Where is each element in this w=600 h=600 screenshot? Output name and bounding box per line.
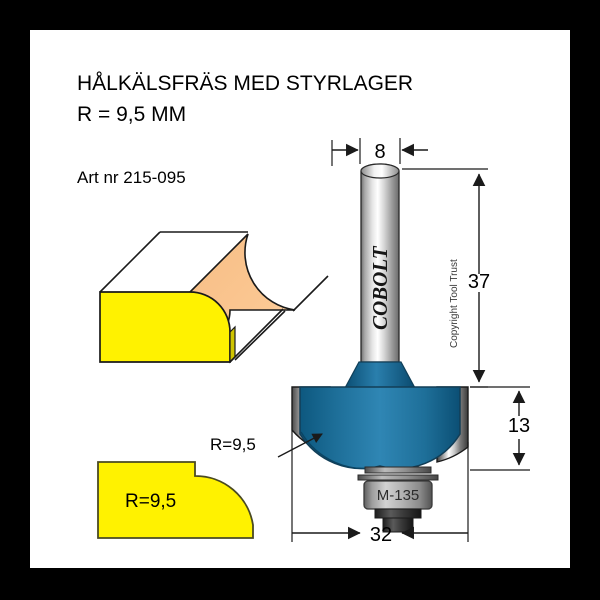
overall-length-value: 37 <box>468 271 490 293</box>
profile-section-illustration: R=9,5 <box>97 461 254 539</box>
shank-collar <box>343 361 417 389</box>
copyright-text: Copyright Tool Trust <box>449 259 460 348</box>
shank-top-ellipse <box>360 163 400 179</box>
router-bit-cutter-body <box>291 386 469 470</box>
article-number-label: Art nr 215-095 <box>77 168 186 187</box>
drawing-title-line-2: R = 9,5 MM <box>77 103 186 126</box>
dimension-shank-diameter: 8 <box>331 138 428 166</box>
cut-diameter-value: 32 <box>370 524 392 546</box>
bearing-washer-lower <box>357 474 439 481</box>
bearing-part-number: M-135 <box>377 487 420 504</box>
radius-callout-leader: R=9,5 <box>210 433 323 458</box>
profile-radius-label: R=9,5 <box>125 491 176 512</box>
cut-height-value: 13 <box>508 415 530 437</box>
isometric-workpiece-illustration <box>99 231 329 364</box>
dimension-overall-length: 37 <box>402 168 490 388</box>
dimension-cut-height: 13 <box>470 386 530 471</box>
dimension-cut-diameter: 32 <box>291 430 469 546</box>
router-bit-shank: COBOLT <box>360 163 400 363</box>
brand-text-cobolt: COBOLT <box>368 245 392 330</box>
radius-callout-label: R=9,5 <box>210 435 256 454</box>
drawing-sheet: HÅLKÄLSFRÄS MED STYRLAGER R = 9,5 MM Art… <box>30 30 570 568</box>
drawing-title-line-1: HÅLKÄLSFRÄS MED STYRLAGER <box>77 72 413 95</box>
cutter-blue-body <box>299 386 461 470</box>
profile-section-shape <box>97 461 254 539</box>
bearing-washer-upper <box>364 466 432 474</box>
technical-drawing-canvas: HÅLKÄLSFRÄS MED STYRLAGER R = 9,5 MM Art… <box>77 72 530 546</box>
shank-diameter-value: 8 <box>374 141 385 163</box>
workpiece-front-face-3d <box>99 291 231 363</box>
guide-bearing-assembly: M-135 <box>357 466 439 533</box>
bearing-screw-head <box>374 508 422 519</box>
